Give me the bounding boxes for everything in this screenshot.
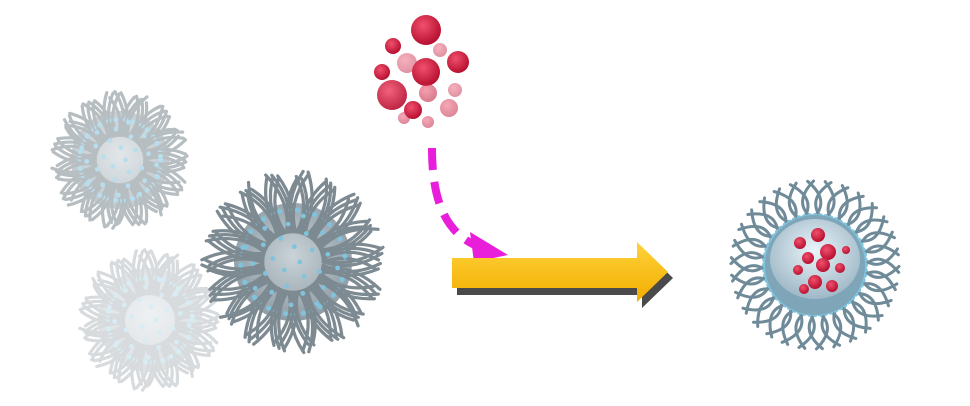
loaded-drug-particle [799, 284, 809, 294]
empty-micelle-icon [50, 89, 189, 230]
drug-particle [377, 80, 407, 110]
loaded-drug-particle [820, 244, 836, 260]
loaded-drug-particle [808, 275, 822, 289]
loaded-drug-particle [826, 280, 838, 292]
loaded-drug-particle [794, 237, 806, 249]
loaded-micelle-icon [729, 179, 901, 351]
drug-particle [385, 38, 401, 54]
drug-particle [448, 83, 462, 97]
loaded-drug-particle [811, 228, 825, 242]
drug-particle [419, 84, 437, 102]
process-arrow-icon [452, 242, 673, 308]
drug-particle [447, 51, 469, 73]
loaded-drug-particle [793, 265, 803, 275]
drug-particles-icon [374, 15, 469, 128]
drug-particle [398, 112, 410, 124]
loaded-drug-particle [802, 252, 814, 264]
drug-particle [422, 116, 434, 128]
loading-arrow-icon [428, 147, 508, 262]
drug-particle [374, 64, 390, 80]
drug-particle [411, 15, 441, 45]
empty-micelle-icon [200, 169, 385, 355]
loaded-drug-particle [842, 246, 850, 254]
loaded-drug-particle [835, 263, 845, 273]
empty-micelle-icon [78, 248, 221, 392]
drug-particle [433, 43, 447, 57]
loaded-drug-particle [816, 258, 830, 272]
drug-particle [440, 99, 458, 117]
drug-particle [397, 53, 417, 73]
drug-particle [412, 58, 440, 86]
